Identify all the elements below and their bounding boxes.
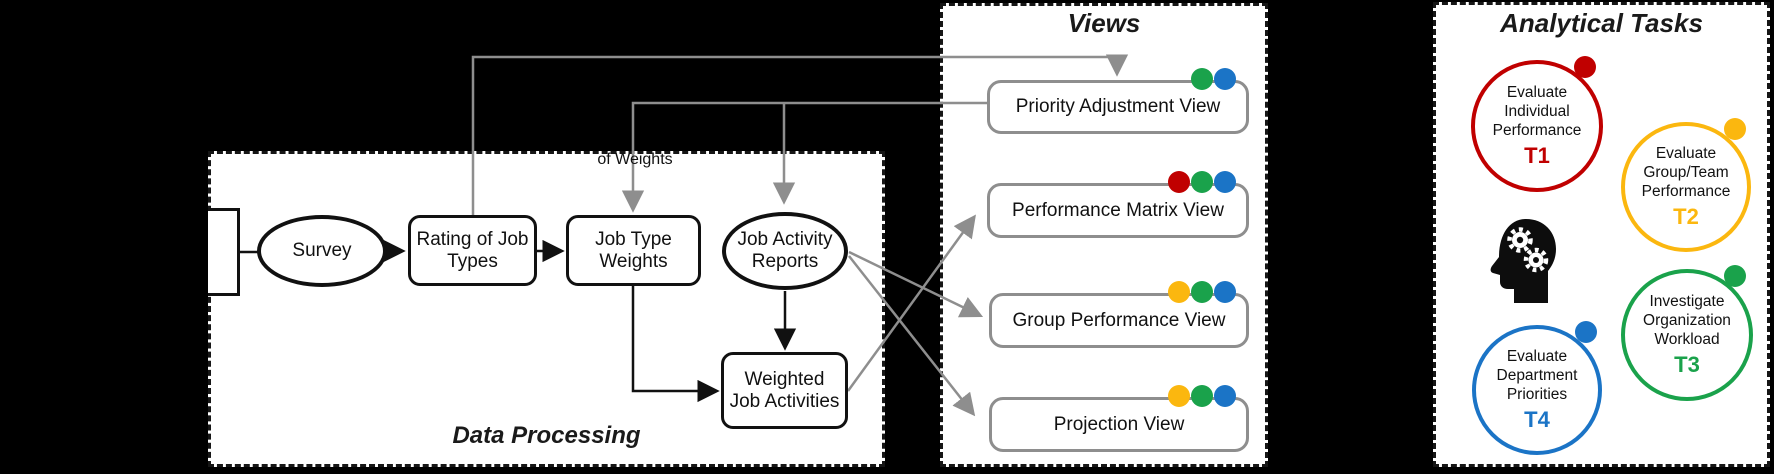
task-t1-label: Evaluate Individual Performance: [1492, 84, 1582, 139]
view-priority-adjustment-label: Priority Adjustment View: [1015, 96, 1221, 117]
task-t1-dot: [1574, 56, 1596, 78]
view-performance-matrix: Performance Matrix View: [987, 171, 1249, 238]
task-t2-id: T2: [1673, 204, 1699, 229]
task-t4-label: Evaluate Department Priorities: [1496, 348, 1578, 403]
view-group-performance-dots: [1168, 281, 1236, 303]
task-circle-t1: Evaluate Individual Performance T1: [1471, 56, 1603, 192]
task-circle-t4: Evaluate Department Priorities T4: [1472, 321, 1602, 455]
node-survey: Survey: [257, 215, 387, 287]
task-t1-id: T1: [1524, 143, 1550, 168]
data-processing-title: Data Processing: [452, 422, 641, 449]
yellow-dot: [1168, 281, 1190, 303]
weights-feedback-label: of Weights: [597, 151, 673, 168]
task-t2-label: Evaluate Group/Team Performance: [1641, 145, 1731, 200]
node-rating-of-job-types: Rating of Job Types: [408, 215, 537, 286]
task-circle-t2: Evaluate Group/Team Performance T2: [1621, 118, 1751, 252]
green-dot: [1191, 171, 1213, 193]
task-t3-id: T3: [1674, 352, 1700, 377]
view-group-performance-label: Group Performance View: [1012, 309, 1226, 331]
view-priority-adjustment: Priority Adjustment View: [987, 68, 1249, 134]
view-group-performance: Group Performance View: [989, 281, 1249, 348]
thinking-head-gears-icon: [1490, 219, 1556, 303]
task-t2-dot: [1724, 118, 1746, 140]
node-job-type-weights: Job Type Weights: [566, 215, 701, 286]
task-t4-id: T4: [1524, 407, 1550, 432]
gear-icon: [1507, 227, 1533, 253]
view-priority-adjustment-dots: [1191, 68, 1236, 90]
gear-icon: [1523, 247, 1549, 273]
view-performance-matrix-label: Performance Matrix View: [1012, 199, 1224, 221]
input-stub-rect: [208, 208, 240, 296]
yellow-dot: [1168, 385, 1190, 407]
task-circle-t3: Investigate Organization Workload T3: [1621, 265, 1753, 401]
view-projection: Projection View: [989, 385, 1249, 452]
head-silhouette: [1490, 219, 1556, 303]
task-t3-label: Investigate Organization Workload: [1643, 293, 1731, 348]
view-projection-label: Projection View: [1053, 413, 1185, 435]
task-t3-dot: [1724, 265, 1746, 287]
blue-dot: [1214, 171, 1236, 193]
view-projection-dots: [1168, 385, 1236, 407]
view-performance-matrix-dots: [1168, 171, 1236, 193]
node-weighted-job-activities: Weighted Job Activities: [721, 352, 848, 429]
blue-dot: [1214, 385, 1236, 407]
green-dot: [1191, 385, 1213, 407]
red-dot: [1168, 171, 1190, 193]
analytical-tasks-title: Analytical Tasks: [1500, 8, 1703, 38]
task-t4-dot: [1575, 321, 1597, 343]
green-dot: [1191, 281, 1213, 303]
blue-dot: [1214, 68, 1236, 90]
node-job-activity-reports: Job Activity Reports: [722, 212, 848, 290]
blue-dot: [1214, 281, 1236, 303]
views-title: Views: [1067, 8, 1141, 38]
green-dot: [1191, 68, 1213, 90]
